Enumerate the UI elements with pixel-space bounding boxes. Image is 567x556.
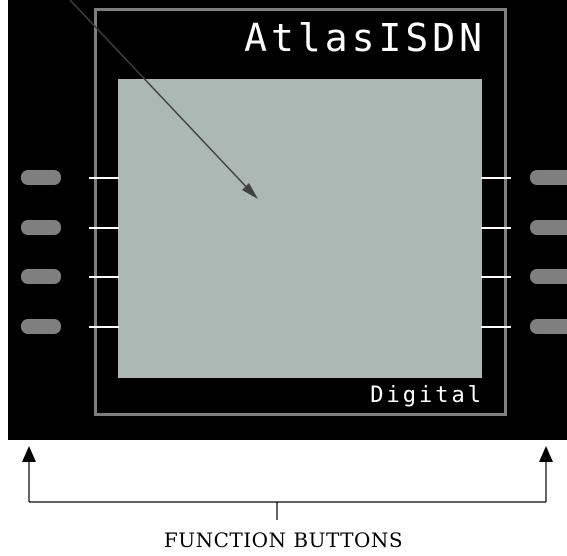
left-softkey-tick-1: [89, 177, 119, 179]
lcd-screen: [118, 79, 482, 378]
right-softkey-tick-2: [481, 227, 511, 229]
brand-label: AtlasISDN: [244, 16, 486, 60]
left-function-button-2[interactable]: [21, 220, 61, 235]
right-function-button-2[interactable]: [530, 220, 567, 235]
right-function-button-1[interactable]: [530, 170, 567, 185]
left-function-button-3[interactable]: [21, 269, 61, 284]
function-buttons-caption: FUNCTION BUTTONS: [163, 528, 404, 552]
right-softkey-tick-4: [481, 326, 511, 328]
mode-label: Digital: [370, 383, 484, 408]
left-softkey-tick-4: [89, 326, 119, 328]
left-softkey-tick-3: [89, 276, 119, 278]
phone-housing: AtlasISDN Digital: [8, 0, 567, 440]
right-softkey-tick-3: [481, 276, 511, 278]
right-function-button-3[interactable]: [530, 269, 567, 284]
right-softkey-tick-1: [481, 177, 511, 179]
left-function-button-4[interactable]: [21, 319, 61, 334]
screen-pointer-line: [69, 0, 254, 195]
screen-pointer-arrowhead: [242, 183, 258, 199]
function-buttons-bracket: [28, 458, 547, 520]
left-bracket-arrowhead: [22, 446, 36, 462]
right-bracket-arrowhead: [539, 446, 553, 462]
right-function-button-4[interactable]: [530, 319, 567, 334]
left-function-button-1[interactable]: [21, 170, 61, 185]
left-softkey-tick-2: [89, 227, 119, 229]
display-bezel: AtlasISDN Digital: [94, 8, 507, 416]
